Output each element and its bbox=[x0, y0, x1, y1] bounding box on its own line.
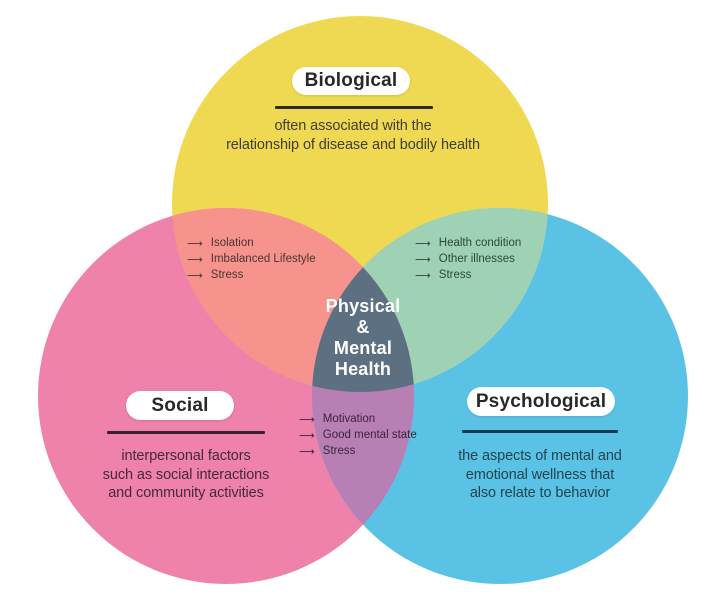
description-line: interpersonal factors bbox=[121, 448, 251, 464]
center-label-line: Physical bbox=[325, 296, 401, 316]
list-item: ⟶ Other illnesses bbox=[415, 251, 521, 267]
description-line: and community activities bbox=[108, 485, 264, 501]
arrow-icon: ⟶ bbox=[415, 236, 431, 250]
list-item-label: Good mental state bbox=[322, 429, 417, 441]
list-item-label: Motivation bbox=[322, 413, 376, 425]
arrow-icon: ⟶ bbox=[299, 444, 315, 458]
description-line: often associated with the bbox=[274, 118, 432, 134]
list-item-label: Stress bbox=[438, 269, 472, 281]
label-social: Social bbox=[126, 391, 234, 420]
label-psychological: Psychological bbox=[467, 387, 615, 416]
center-label-line: & bbox=[356, 317, 370, 337]
list-item: ⟶ Good mental state bbox=[299, 427, 417, 443]
list-item: ⟶ Health condition bbox=[415, 235, 521, 251]
arrow-icon: ⟶ bbox=[299, 412, 315, 426]
underline-social bbox=[107, 431, 265, 434]
list-item: ⟶ Imbalanced Lifestyle bbox=[187, 251, 316, 267]
region-biological-social bbox=[172, 208, 414, 392]
list-item-label: Isolation bbox=[210, 237, 254, 249]
arrow-icon: ⟶ bbox=[187, 268, 203, 282]
list-item-label: Stress bbox=[322, 445, 356, 457]
intersection-list-biological-social: ⟶ Isolation ⟶ Imbalanced Lifestyle ⟶ Str… bbox=[187, 235, 316, 283]
arrow-icon: ⟶ bbox=[415, 268, 431, 282]
list-item: ⟶ Stress bbox=[415, 267, 521, 283]
arrow-icon: ⟶ bbox=[187, 252, 203, 266]
list-item-label: Imbalanced Lifestyle bbox=[210, 253, 316, 265]
underline-biological bbox=[275, 106, 433, 109]
center-label-line: Health bbox=[334, 359, 392, 379]
description-line: relationship of disease and bodily healt… bbox=[226, 137, 480, 153]
arrow-icon: ⟶ bbox=[299, 428, 315, 442]
description-line: the aspects of mental and bbox=[458, 448, 622, 464]
arrow-icon: ⟶ bbox=[187, 236, 203, 250]
center-label: Physical & Mental Health bbox=[288, 296, 438, 380]
description-line: emotional wellness that bbox=[465, 466, 615, 483]
list-item: ⟶ Stress bbox=[187, 267, 316, 283]
region-biological-psychological bbox=[312, 208, 548, 392]
list-item-label: Other illnesses bbox=[438, 253, 515, 265]
description-line: such as social interactions bbox=[102, 466, 270, 483]
description-biological: often associated with the relationship o… bbox=[188, 117, 518, 155]
intersection-list-biological-psychological: ⟶ Health condition ⟶ Other illnesses ⟶ S… bbox=[415, 235, 521, 283]
list-item: ⟶ Isolation bbox=[187, 235, 316, 251]
list-item-label: Health condition bbox=[438, 237, 522, 249]
list-item-label: Stress bbox=[210, 269, 244, 281]
list-item: ⟶ Stress bbox=[299, 443, 417, 459]
label-biological: Biological bbox=[292, 67, 410, 95]
list-item: ⟶ Motivation bbox=[299, 411, 417, 427]
description-psychological: the aspects of mental and emotional well… bbox=[385, 447, 695, 503]
arrow-icon: ⟶ bbox=[415, 252, 431, 266]
underline-psychological bbox=[462, 430, 618, 433]
description-social: interpersonal factors such as social int… bbox=[31, 447, 341, 503]
center-label-line: Mental bbox=[333, 338, 393, 358]
description-line: also relate to behavior bbox=[469, 485, 611, 501]
intersection-list-social-psychological: ⟶ Motivation ⟶ Good mental state ⟶ Stres… bbox=[299, 411, 417, 459]
